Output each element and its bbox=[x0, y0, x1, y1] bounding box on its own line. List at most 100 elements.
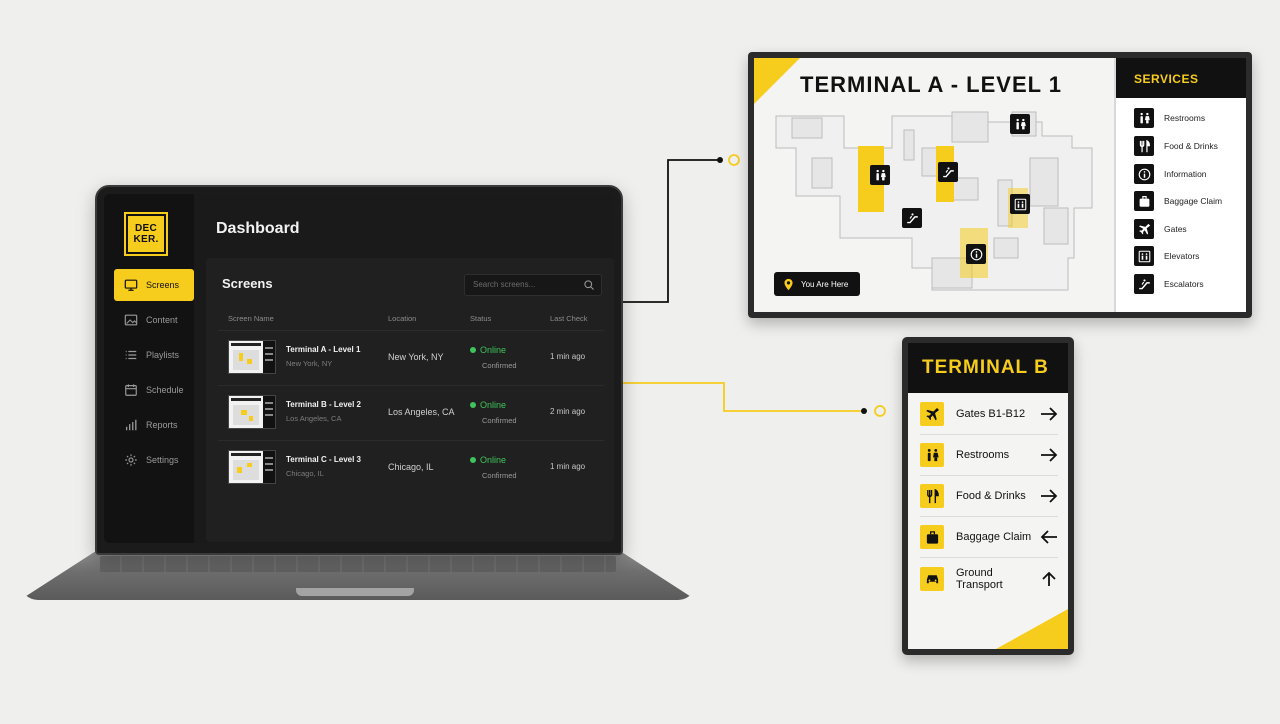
fork-knife-icon bbox=[1134, 136, 1154, 156]
online-dot-icon bbox=[470, 402, 476, 408]
table-row[interactable]: Terminal B - Level 2 Los Angeles, CA Los… bbox=[218, 385, 604, 437]
sidebar-item-schedule[interactable]: Schedule bbox=[114, 374, 194, 406]
wayfinding-item-baggage[interactable]: Baggage Claim bbox=[920, 517, 1058, 558]
wayfinding-item-food[interactable]: Food & Drinks bbox=[920, 476, 1058, 517]
wayfinding-item-restrooms[interactable]: Restrooms bbox=[920, 435, 1058, 476]
service-item-information[interactable]: Information bbox=[1134, 164, 1207, 184]
online-dot-icon bbox=[470, 347, 476, 353]
arrow-right-icon bbox=[1040, 448, 1058, 462]
sidebar-item-label: Playlists bbox=[146, 350, 180, 360]
wayfinding-item-gates[interactable]: Gates B1-B12 bbox=[920, 394, 1058, 435]
status-subtext: Confirmed bbox=[482, 361, 517, 370]
terminal-b-display: TERMINAL B Gates B1-B12 Restrooms Food &… bbox=[902, 337, 1074, 655]
dashboard-app: DEC KER. Screens Content Playlists Sched… bbox=[104, 194, 614, 543]
services-title: SERVICES bbox=[1116, 58, 1246, 98]
sidebar-item-content[interactable]: Content bbox=[114, 304, 194, 336]
elevator-icon[interactable] bbox=[1010, 194, 1030, 214]
last-check-time: 2 min ago bbox=[550, 407, 586, 416]
screen-name: Terminal B - Level 2 bbox=[286, 400, 361, 409]
restroom-icon bbox=[1134, 108, 1154, 128]
monitor-icon bbox=[124, 278, 138, 292]
calendar-icon bbox=[124, 383, 138, 397]
wayfinding-label: Gates B1-B12 bbox=[956, 408, 1026, 420]
panel-title: Screens bbox=[222, 276, 273, 291]
column-header-status[interactable]: Status bbox=[470, 314, 492, 323]
laptop-keyboard bbox=[100, 556, 616, 572]
escalator-icon[interactable] bbox=[938, 162, 958, 182]
wayfinding-label: Restrooms bbox=[956, 449, 1010, 461]
screen-city: Chicago, IL bbox=[286, 469, 324, 478]
restroom-icon[interactable] bbox=[870, 165, 890, 185]
sidebar-item-settings[interactable]: Settings bbox=[114, 444, 194, 476]
service-item-baggage[interactable]: Baggage Claim bbox=[1134, 191, 1222, 211]
column-header-screen-name[interactable]: Screen Name bbox=[228, 314, 274, 323]
service-label: Restrooms bbox=[1164, 113, 1206, 123]
bar-chart-icon bbox=[124, 418, 138, 432]
sidebar-item-screens[interactable]: Screens bbox=[114, 269, 194, 301]
last-check-time: 1 min ago bbox=[550, 352, 586, 361]
column-header-location[interactable]: Location bbox=[388, 314, 417, 323]
service-item-gates[interactable]: Gates bbox=[1134, 219, 1187, 239]
image-icon bbox=[124, 313, 138, 327]
airplane-icon bbox=[1134, 219, 1154, 239]
table-row[interactable]: Terminal C - Level 3 Chicago, IL Chicago… bbox=[218, 440, 604, 492]
search-input[interactable]: Search screens... bbox=[464, 274, 602, 296]
escalator-icon bbox=[1134, 274, 1154, 294]
status-subtext: Confirmed bbox=[482, 471, 517, 480]
service-label: Food & Drinks bbox=[1164, 141, 1218, 151]
services-panel: SERVICES Restrooms Food & Drinks Informa… bbox=[1114, 58, 1246, 312]
service-item-escalators[interactable]: Escalators bbox=[1134, 274, 1204, 294]
terminal-b-screen: TERMINAL B Gates B1-B12 Restrooms Food &… bbox=[908, 343, 1068, 649]
screen-thumbnail bbox=[228, 450, 276, 484]
sidebar-item-reports[interactable]: Reports bbox=[114, 409, 194, 441]
airplane-icon bbox=[920, 402, 944, 426]
elevator-icon bbox=[1134, 246, 1154, 266]
service-label: Escalators bbox=[1164, 279, 1204, 289]
escalator-icon[interactable] bbox=[902, 208, 922, 228]
you-are-here-badge: You Are Here bbox=[774, 272, 860, 296]
logo-text: DEC bbox=[134, 223, 157, 234]
sidebar: DEC KER. Screens Content Playlists Sched… bbox=[104, 194, 194, 543]
status-subtext: Confirmed bbox=[482, 416, 517, 425]
search-icon[interactable] bbox=[583, 279, 595, 291]
service-label: Information bbox=[1164, 169, 1207, 179]
restroom-icon bbox=[920, 443, 944, 467]
info-icon[interactable] bbox=[966, 244, 986, 264]
yellow-corner-accent bbox=[754, 58, 800, 104]
decker-logo[interactable]: DEC KER. bbox=[124, 212, 168, 256]
screen-thumbnail bbox=[228, 340, 276, 374]
status-badge: Online bbox=[470, 400, 506, 410]
laptop-notch bbox=[296, 588, 414, 596]
location-pin-icon bbox=[782, 278, 795, 291]
screen-name: Terminal C - Level 3 bbox=[286, 455, 361, 464]
last-check-time: 1 min ago bbox=[550, 462, 586, 471]
screen-location: Los Angeles, CA bbox=[388, 407, 455, 417]
terminal-a-title: TERMINAL A - LEVEL 1 bbox=[800, 72, 1063, 97]
yellow-corner-accent bbox=[996, 609, 1068, 649]
table-row[interactable]: Terminal A - Level 1 New York, NY New Yo… bbox=[218, 330, 604, 382]
arrow-right-icon bbox=[1040, 489, 1058, 503]
service-item-restrooms[interactable]: Restrooms bbox=[1134, 108, 1205, 128]
wayfinding-label: Ground Transport bbox=[956, 566, 1003, 591]
service-label: Baggage Claim bbox=[1164, 196, 1223, 206]
service-item-food[interactable]: Food & Drinks bbox=[1134, 136, 1218, 156]
arrow-left-icon bbox=[1040, 530, 1058, 544]
wayfinding-item-ground-transport[interactable]: Ground Transport bbox=[920, 558, 1058, 599]
sidebar-item-playlists[interactable]: Playlists bbox=[114, 339, 194, 371]
service-item-elevators[interactable]: Elevators bbox=[1134, 246, 1199, 266]
you-are-here-text: You Are Here bbox=[801, 279, 849, 289]
floor-map[interactable] bbox=[772, 108, 1102, 298]
main-content: Dashboard Screens Search screens... Scre… bbox=[194, 194, 614, 543]
info-icon bbox=[1134, 164, 1154, 184]
screen-name: Terminal A - Level 1 bbox=[286, 345, 361, 354]
sidebar-item-label: Reports bbox=[146, 420, 178, 430]
luggage-icon bbox=[920, 525, 944, 549]
search-placeholder: Search screens... bbox=[473, 280, 536, 289]
sidebar-item-label: Content bbox=[146, 315, 178, 325]
luggage-icon bbox=[1134, 191, 1154, 211]
restroom-icon[interactable] bbox=[1010, 114, 1030, 134]
status-badge: Online bbox=[470, 345, 506, 355]
column-header-last-check[interactable]: Last Check bbox=[550, 314, 588, 323]
gear-icon bbox=[124, 453, 138, 467]
